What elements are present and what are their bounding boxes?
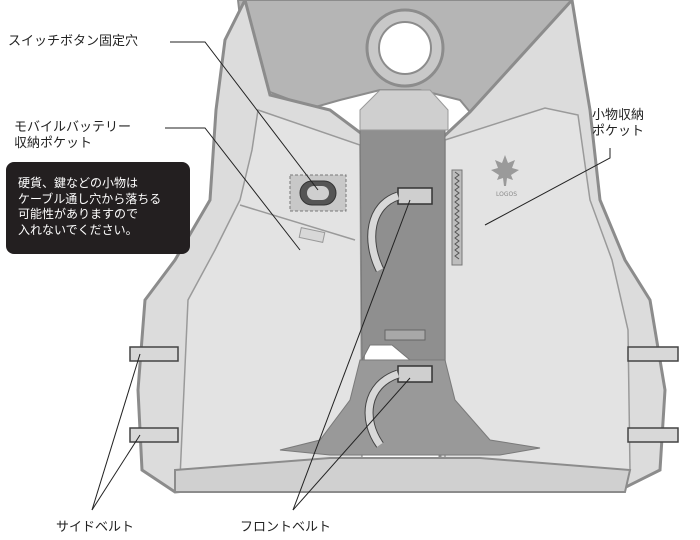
- vest-hem: [174, 457, 632, 493]
- front-buckle-upper: [397, 187, 433, 205]
- leader-side-belt-2: [91, 434, 141, 511]
- front-belt-strap-upper-fill: [368, 192, 400, 272]
- note-line-3: 可能性がありますので: [18, 207, 139, 221]
- caution-note: 硬貨、鍵などの小物は ケーブル通し穴から落ちる 可能性がありますので 入れないで…: [6, 162, 190, 254]
- side-belt-left-upper: [129, 346, 179, 362]
- note-line-2: ケーブル通し穴から落ちる: [18, 191, 162, 206]
- leader-small-pocket: [484, 148, 611, 226]
- label-battery-pocket-line1: モバイルバッテリー: [14, 120, 132, 135]
- label-front-belt: フロントベルト: [240, 520, 332, 535]
- label-small-pocket-line2: ポケット: [592, 124, 645, 139]
- logo-text: LOGOS: [496, 191, 517, 198]
- side-belt-right-upper: [627, 346, 679, 362]
- leader-side-belt-1: [91, 353, 141, 511]
- note-line-4: 入れないでください。: [18, 222, 138, 237]
- label-battery-pocket: モバイルバッテリー 収納ポケット: [14, 120, 131, 152]
- center-lower: [279, 359, 541, 456]
- label-side-belt: サイドベルト: [56, 520, 135, 535]
- leader-battery-pocket: [165, 127, 301, 251]
- label-switch-hole: スイッチボタン固定穴: [8, 34, 139, 49]
- maple-leaf-icon: [491, 155, 519, 186]
- note-line-1: 硬貨、鍵などの小物は: [18, 176, 139, 190]
- center-tag: [384, 329, 426, 341]
- switch-button-inner: [307, 186, 329, 200]
- front-buckle-lower: [397, 365, 433, 383]
- zipper: [451, 169, 463, 266]
- leader-front-belt-1: [292, 199, 411, 511]
- battery-pocket-seam: [239, 204, 356, 241]
- pocket-tab: [298, 227, 326, 243]
- leader-switch-hole: [170, 41, 319, 191]
- zipper-teeth: [454, 171, 460, 260]
- leader-front-belt-2: [292, 377, 411, 511]
- cable-hole-inner: [378, 21, 432, 75]
- side-belt-right-lower: [627, 427, 679, 443]
- front-belt-strap-lower-fill: [365, 370, 400, 448]
- label-small-pocket-line1: 小物収納: [592, 108, 645, 123]
- center-upper: [359, 89, 449, 131]
- label-small-pocket: 小物収納 ポケット: [592, 108, 644, 140]
- side-belt-left-lower: [129, 427, 179, 443]
- label-battery-pocket-line2: 収納ポケット: [14, 136, 93, 151]
